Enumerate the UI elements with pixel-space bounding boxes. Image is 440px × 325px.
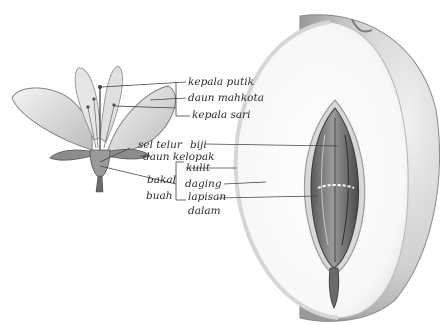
label-kepala-putik: kepala putik	[188, 77, 254, 88]
flower-stem	[96, 176, 103, 192]
label-kulit: kulit	[186, 163, 210, 174]
label-lapisan: lapisan	[188, 192, 226, 203]
sepal-left	[50, 150, 94, 160]
label-daging: daging	[185, 179, 222, 190]
label-biji: biji	[190, 140, 207, 151]
label-dalam: dalam	[188, 206, 221, 217]
label-buah: buah	[146, 191, 173, 202]
ovary	[90, 150, 110, 178]
label-daun-mahkota: daun mahkota	[188, 93, 264, 104]
label-daun-kelopak: daun kelopak	[143, 152, 214, 163]
label-sel-telur: sel telur	[138, 140, 182, 151]
label-bakal: bakal	[147, 175, 176, 186]
label-kepala-sari: kepala sari	[192, 110, 251, 121]
fruit-cross-section	[236, 15, 440, 322]
